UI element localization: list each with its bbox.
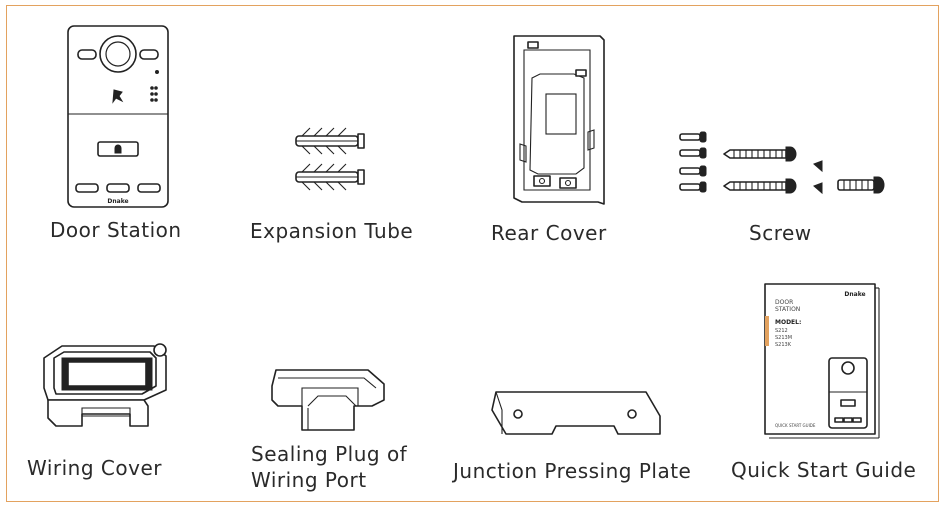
wiring-cover-illustration [43, 343, 167, 427]
screw-label: Screw [749, 221, 812, 245]
door-station-label: Door Station [50, 218, 182, 242]
guide-model-2: S213M [775, 335, 792, 341]
junction-plate-label: Junction Pressing Plate [453, 459, 692, 483]
rear-cover-illustration [513, 35, 605, 205]
guide-brand: Dnake [844, 291, 865, 298]
wiring-cover-label: Wiring Cover [27, 456, 162, 480]
door-station-illustration: Dnake [67, 25, 169, 208]
guide-footer: QUICK START GUIDE [775, 423, 816, 428]
guide-title-line2: STATION [775, 306, 800, 313]
sealing-plug-label-line1: Sealing Plug of [251, 442, 408, 466]
guide-model-label: MODEL: [775, 319, 801, 326]
screw-illustration [679, 131, 885, 195]
guide-model-3: S213K [775, 342, 792, 348]
guide-title-line1: DOOR [775, 299, 793, 306]
quick-start-guide-label: Quick Start Guide [731, 458, 917, 482]
rear-cover-label: Rear Cover [491, 221, 607, 245]
guide-model-1: S212 [775, 328, 788, 334]
guide-accent-bar [765, 316, 769, 346]
content-frame [6, 5, 939, 502]
expansion-tube-illustration [295, 127, 365, 191]
junction-plate-illustration [491, 391, 661, 435]
quick-start-guide-illustration: Dnake DOOR STATION MODEL: S212 S213M S21… [764, 283, 880, 439]
sealing-plug-label-line2: Wiring Port [251, 468, 367, 492]
expansion-tube-label: Expansion Tube [250, 219, 414, 243]
sealing-plug-illustration [271, 369, 385, 431]
door-station-brand: Dnake [107, 198, 128, 205]
